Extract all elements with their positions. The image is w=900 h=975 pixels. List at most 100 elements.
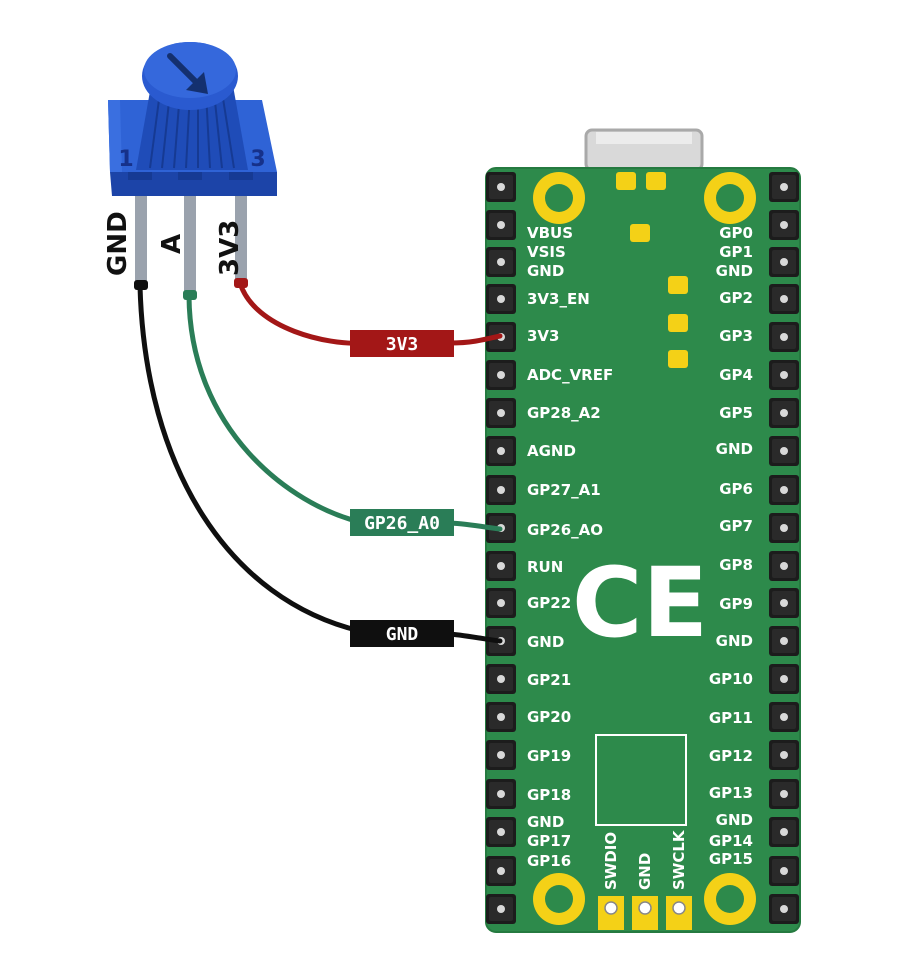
usb-connector	[584, 128, 704, 172]
lead-label-a: A	[157, 234, 187, 254]
left-pin-label: VBUS	[527, 224, 573, 242]
svg-text:GP26_A0: GP26_A0	[364, 513, 440, 534]
smd-pads	[616, 172, 688, 368]
header-pin	[486, 475, 516, 505]
right-pin-label: GND	[716, 811, 753, 829]
header-pin	[486, 436, 516, 466]
header-pin	[769, 894, 799, 924]
header-pin	[769, 398, 799, 428]
debug-pin-label: GND	[636, 853, 654, 890]
pin-number-1: 1	[118, 147, 133, 172]
header-pin	[769, 436, 799, 466]
left-pin-label: GP21	[527, 671, 571, 689]
header-pin	[769, 779, 799, 809]
pin-number-3: 3	[250, 147, 265, 172]
right-pin-label: GP12	[709, 747, 753, 765]
header-pin	[486, 779, 516, 809]
left-pin-label: ADC_VREF	[527, 366, 613, 384]
header-pin	[769, 856, 799, 886]
right-pin-label: GND	[716, 632, 753, 650]
header-pin	[769, 284, 799, 314]
left-pin-label: GP26_AO	[527, 521, 603, 539]
left-pin-label: RUN	[527, 558, 563, 576]
header-pin	[769, 247, 799, 277]
svg-text:GND: GND	[386, 624, 419, 645]
lead-label-3v3: 3V3	[215, 220, 245, 276]
arrow-down-right-icon	[167, 53, 208, 94]
header-pin	[769, 475, 799, 505]
right-pin-label: GND	[716, 262, 753, 280]
right-pin-label: GP0	[719, 224, 753, 242]
debug-pin-label: SWCLK	[670, 829, 688, 890]
left-pin-label: GP17	[527, 832, 571, 850]
potentiometer: 1 3	[108, 42, 277, 300]
left-pin-label: GP28_A2	[527, 404, 601, 422]
right-pin-label: GP10	[709, 670, 753, 688]
left-pin-label: 3V3	[527, 327, 559, 345]
left-pin-label: GP22	[527, 594, 571, 612]
header-pin	[486, 664, 516, 694]
mounting-hole	[533, 172, 585, 224]
right-pin-label: GP7	[719, 517, 753, 535]
right-pin-label: GND	[716, 440, 753, 458]
right-pin-label: GP1	[719, 243, 753, 261]
right-pin-label: GP3	[719, 327, 753, 345]
header-pin	[769, 210, 799, 240]
header-pin	[769, 626, 799, 656]
right-pin-label: GP8	[719, 556, 753, 574]
debug-header: SWDIO GND SWCLK	[598, 829, 692, 930]
right-pin-label: GP13	[709, 784, 753, 802]
chip-outline	[595, 734, 687, 826]
right-pin-label: GP11	[709, 709, 753, 727]
header-pin	[769, 740, 799, 770]
left-pin-label: GP16	[527, 852, 571, 870]
header-pin	[486, 702, 516, 732]
left-pin-label: VSIS	[527, 243, 566, 261]
header-pin	[486, 740, 516, 770]
header-pin	[769, 172, 799, 202]
header-pin	[769, 817, 799, 847]
wire-tag-gp26: GP26_A0	[350, 509, 454, 536]
left-pin-label: GP27_A1	[527, 481, 601, 499]
header-pin	[769, 702, 799, 732]
left-pin-label: GND	[527, 262, 564, 280]
header-pin	[769, 513, 799, 543]
lead-label-gnd: GND	[103, 211, 133, 276]
mounting-hole	[704, 873, 756, 925]
left-pin-label: AGND	[527, 442, 576, 460]
right-pin-label: GP14	[709, 832, 753, 850]
wire-tag-3v3: 3V3	[350, 330, 454, 357]
right-pin-label: GP9	[719, 595, 753, 613]
header-pin	[486, 210, 516, 240]
left-pin-labels: VBUSVSISGND3V3_EN3V3ADC_VREFGP28_A2AGNDG…	[527, 224, 613, 870]
right-pin-label: GP15	[709, 850, 753, 868]
right-pin-label: GP4	[719, 366, 753, 384]
left-pin-header	[486, 172, 516, 924]
right-pin-labels: GP0GP1GNDGP2GP3GP4GP5GNDGP6GP7GP8GP9GNDG…	[709, 224, 753, 868]
wire-gnd	[137, 283, 363, 634]
left-pin-label: GP18	[527, 786, 571, 804]
wire-tag-gnd: GND	[350, 620, 454, 647]
header-pin	[486, 588, 516, 618]
header-pin	[486, 817, 516, 847]
header-pin	[486, 856, 516, 886]
ce-mark: CE	[572, 547, 708, 659]
header-pin	[486, 894, 516, 924]
header-pin	[769, 551, 799, 581]
wires	[137, 280, 503, 644]
wire-3v3	[237, 280, 363, 346]
left-pin-label: GP20	[527, 708, 571, 726]
right-pin-label: GP5	[719, 404, 753, 422]
header-pin	[486, 360, 516, 390]
header-pin	[486, 398, 516, 428]
header-pin	[769, 322, 799, 352]
header-pin	[486, 284, 516, 314]
left-pin-label: GND	[527, 633, 564, 651]
header-pin	[486, 551, 516, 581]
header-pin	[769, 360, 799, 390]
svg-text:3V3: 3V3	[386, 334, 419, 355]
debug-pin-label: SWDIO	[602, 832, 620, 890]
left-pin-label: GND	[527, 813, 564, 831]
